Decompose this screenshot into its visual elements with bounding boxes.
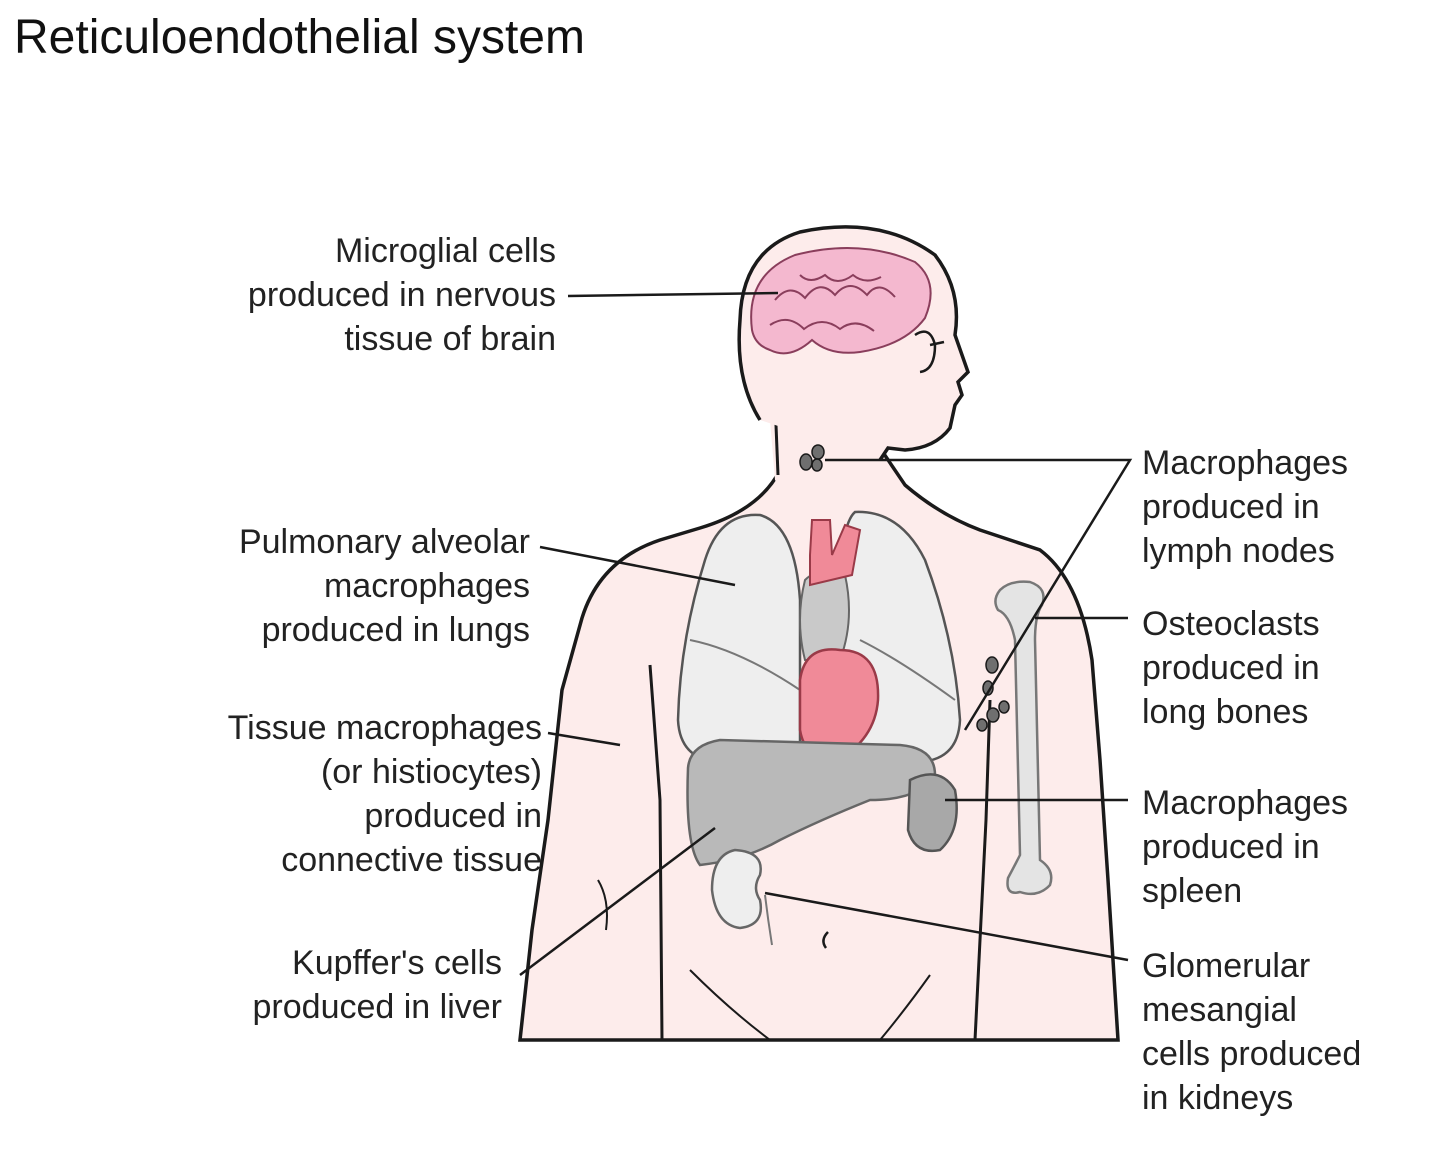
label-pulmonary-alveolar-macrophages: Pulmonary alveolar macrophages produced … (238, 523, 530, 649)
lung-lobe-lines (689, 639, 956, 701)
brain-folds (769, 273, 896, 332)
label-spleen-macrophages: Macrophages produced in spleen (1142, 784, 1349, 910)
leader-lines (519, 291, 1133, 976)
spleen (906, 773, 958, 853)
left-lung (676, 513, 802, 764)
great-vessels (809, 519, 862, 587)
label-glomerular-mesangial-cells: Glomerular mesangial cells produced in k… (1142, 947, 1362, 1117)
lymph-nodes-armpit (976, 656, 1010, 732)
label-osteoclasts: Osteoclasts produced in long bones (1142, 605, 1320, 731)
mediastinum (799, 570, 850, 661)
kidney (710, 848, 763, 930)
lymph-nodes-neck (799, 444, 825, 472)
label-microglial-cells: Microglial cells produced in nervous tis… (247, 232, 556, 358)
ureter (764, 894, 773, 946)
left-arm-line (648, 664, 664, 1041)
label-kupffer-cells: Kupffer's cells produced in liver (252, 944, 502, 1026)
diagram-title: Reticuloendothelial system (14, 11, 585, 64)
eye (929, 340, 945, 347)
hip-line-left (689, 969, 771, 1041)
hip-line-right (879, 974, 931, 1041)
label-lymph-node-macrophages: Macrophages produced in lymph nodes (1142, 444, 1349, 570)
label-tissue-macrophages: Tissue macrophages (or histiocytes) prod… (227, 709, 542, 879)
left-elbow-line (597, 879, 608, 931)
long-bone (994, 580, 1053, 896)
navel (822, 931, 829, 949)
brain (750, 246, 932, 355)
right-arm-line (973, 699, 992, 1041)
liver (686, 738, 937, 867)
